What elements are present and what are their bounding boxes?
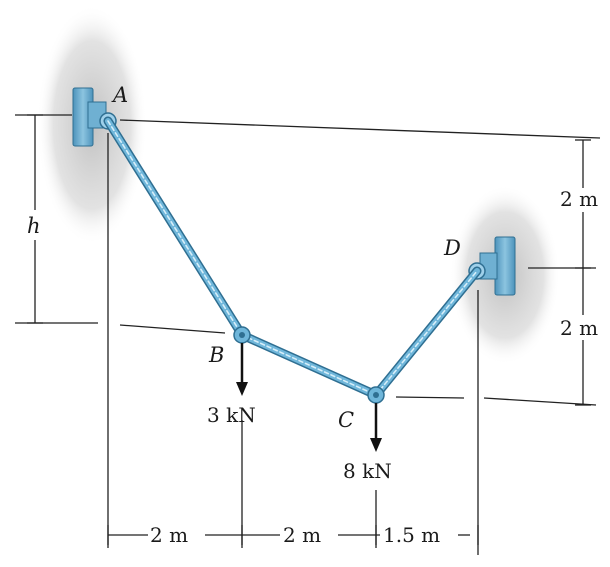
dim-label-bottom-cd: 1.5 m: [383, 523, 440, 547]
joint-c: [367, 386, 385, 404]
dimension-h: [27, 114, 43, 324]
label-d: D: [443, 236, 461, 260]
dim-label-bottom-bc: 2 m: [283, 523, 321, 547]
dim-label-right-upper: 2 m: [560, 187, 598, 211]
load-label-b: 3 kN: [207, 403, 256, 427]
dim-label-bottom-ab: 2 m: [150, 523, 188, 547]
dim-label-h: h: [27, 214, 41, 238]
load-arrow-b: [236, 343, 248, 396]
load-arrow-c: [370, 403, 382, 452]
dimension-right: [575, 139, 591, 406]
support-d: [468, 236, 516, 296]
cable: [103, 116, 482, 400]
dimension-bottom: [107, 525, 479, 545]
load-label-c: 8 kN: [343, 459, 392, 483]
dim-label-right-lower: 2 m: [560, 316, 598, 340]
label-b: B: [208, 343, 224, 367]
label-c: C: [338, 408, 354, 432]
label-a: A: [111, 83, 128, 107]
joint-b: [233, 326, 251, 344]
support-a: [72, 87, 117, 147]
